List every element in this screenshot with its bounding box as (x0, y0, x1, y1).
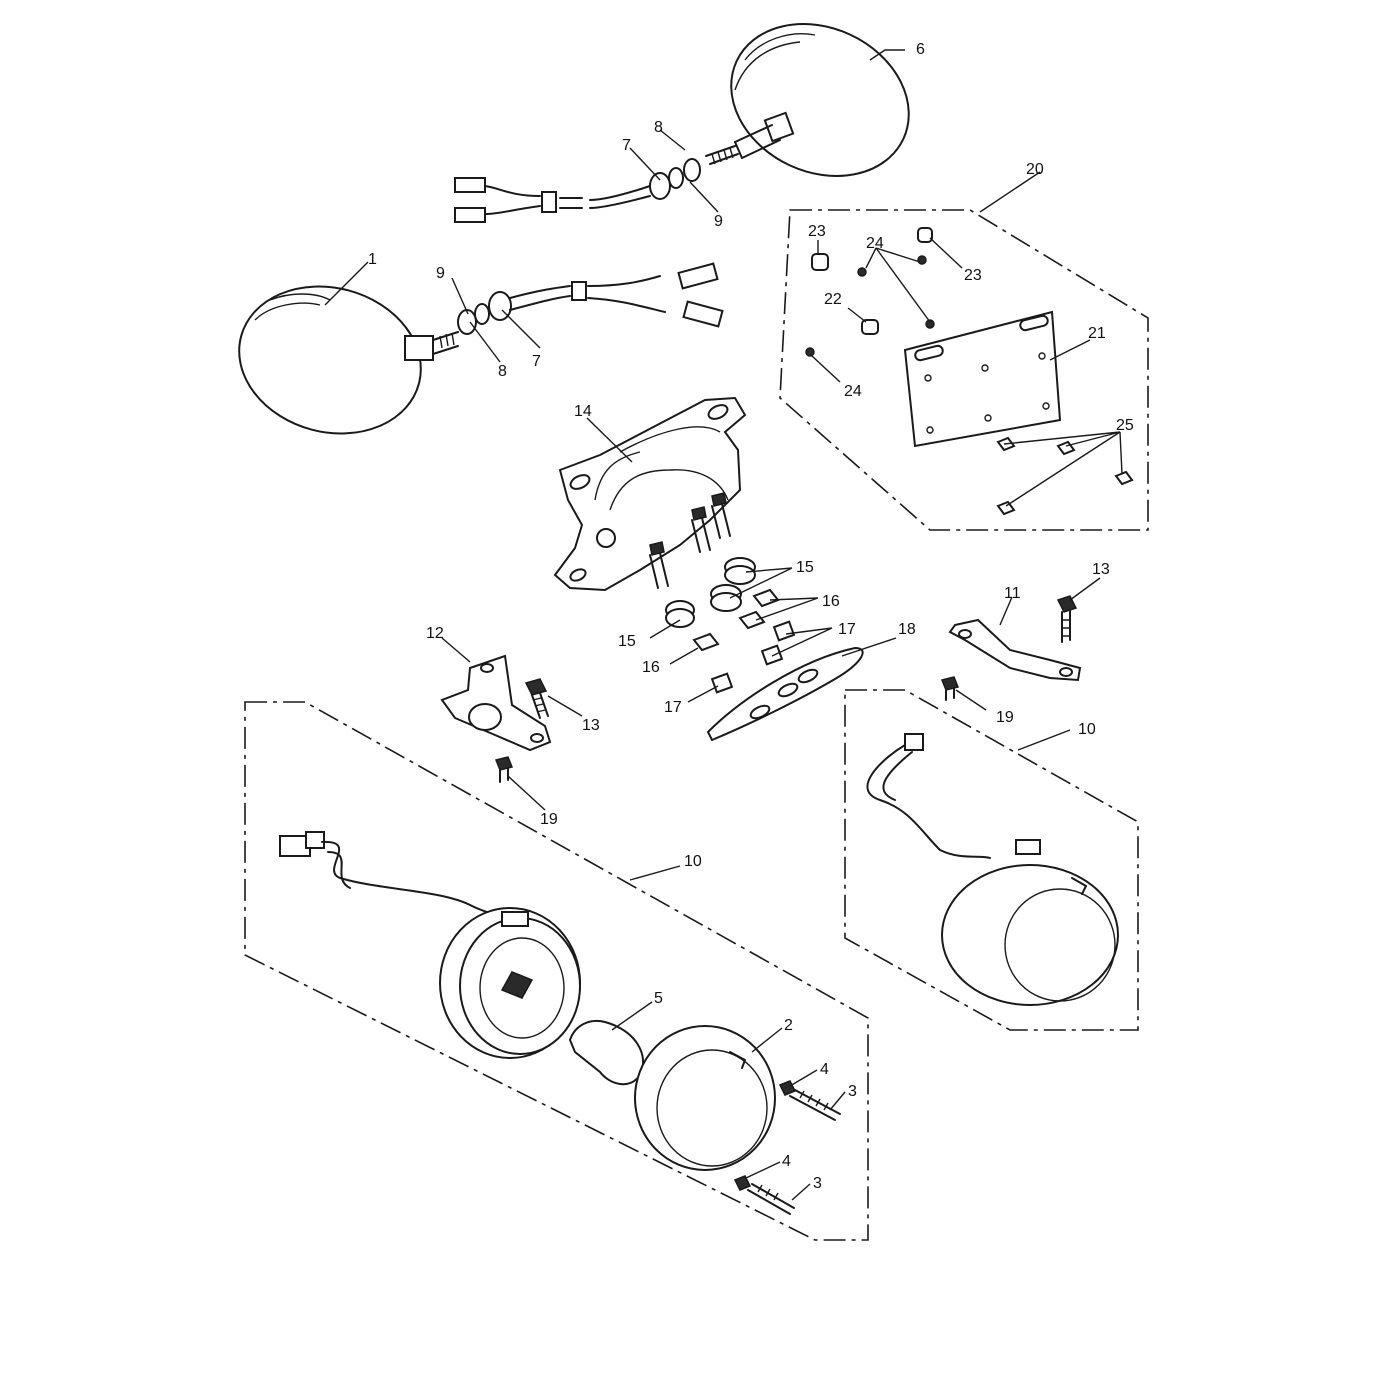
callout-15b: 15 (618, 633, 636, 650)
leader-lines (324, 49, 1123, 1201)
lamp-assembly-left (244, 701, 869, 1241)
callout-7a: 7 (622, 137, 631, 154)
callout-10a: 10 (684, 853, 702, 870)
bracket-right (948, 618, 1082, 682)
bracket-left (440, 654, 552, 752)
bolts (494, 595, 1078, 783)
callout-4a: 4 (820, 1061, 829, 1078)
callout-6: 6 (916, 41, 925, 58)
small-fasteners (665, 557, 796, 694)
callout-8a: 8 (654, 119, 663, 136)
callout-3b: 3 (813, 1175, 822, 1192)
callout-10b: 10 (1078, 721, 1096, 738)
callout-4b: 4 (782, 1153, 791, 1170)
callout-18: 18 (898, 621, 916, 638)
callout-25: 25 (1116, 417, 1134, 434)
lamp-assembly-right (844, 689, 1139, 1031)
callout-21: 21 (1088, 325, 1106, 342)
callout-24a: 24 (866, 235, 884, 252)
indicator-left (238, 262, 724, 435)
callout-19b: 19 (996, 709, 1014, 726)
callout-5: 5 (654, 990, 663, 1007)
callout-22: 22 (824, 291, 842, 308)
gasket (706, 646, 864, 742)
callout-7b: 7 (532, 353, 541, 370)
callout-19a: 19 (540, 811, 558, 828)
callout-9a: 9 (714, 213, 723, 230)
callout-24b: 24 (844, 383, 862, 400)
callout-labels: 1 2 3 3 4 4 5 6 7 7 8 8 9 9 10 10 11 12 … (368, 41, 1134, 1192)
callout-2: 2 (784, 1017, 793, 1034)
callout-16a: 16 (822, 593, 840, 610)
callout-13b: 13 (1092, 561, 1110, 578)
callout-17a: 17 (838, 621, 856, 638)
callout-1: 1 (368, 251, 377, 268)
callout-8b: 8 (498, 363, 507, 380)
mounting-bracket (553, 396, 747, 592)
callout-17b: 17 (664, 699, 682, 716)
callout-12: 12 (426, 625, 444, 642)
callout-9b: 9 (436, 265, 445, 282)
callout-11: 11 (1004, 585, 1021, 602)
callout-23a: 23 (808, 223, 826, 240)
callout-16b: 16 (642, 659, 660, 676)
callout-13a: 13 (582, 717, 600, 734)
callout-3a: 3 (848, 1083, 857, 1100)
bracket-studs (649, 492, 731, 589)
callout-23b: 23 (964, 267, 982, 284)
indicator-upper (454, 23, 910, 223)
callout-20: 20 (1026, 161, 1044, 178)
callout-14: 14 (574, 403, 592, 420)
plate-assembly (779, 209, 1149, 531)
callout-15a: 15 (796, 559, 814, 576)
